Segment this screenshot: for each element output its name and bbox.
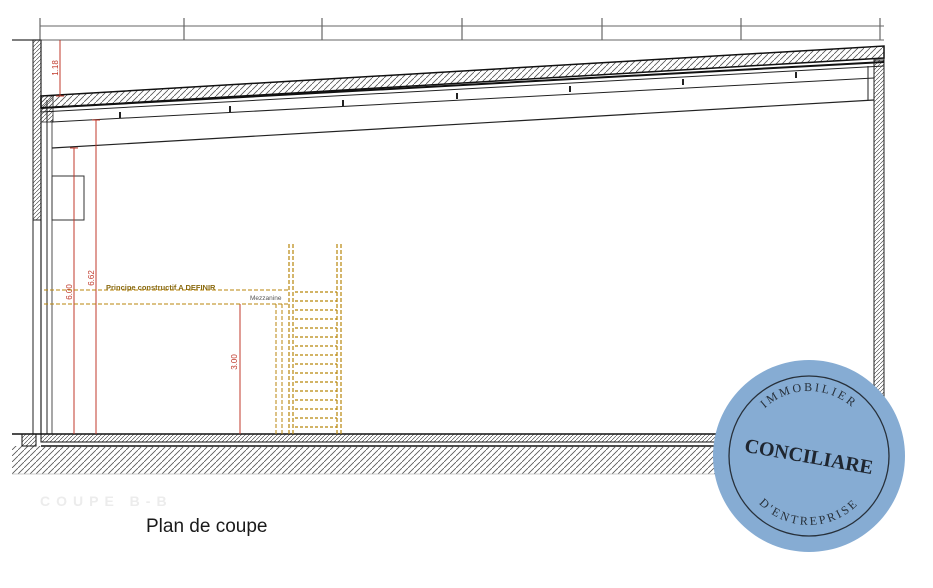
drawing-caption: Plan de coupe bbox=[146, 516, 268, 537]
mezzanine-label: Mezzanine bbox=[250, 295, 282, 302]
dimension-height-left: 6.00 bbox=[65, 284, 74, 300]
roof-guard-rail bbox=[12, 18, 884, 41]
sloped-roof bbox=[40, 45, 885, 149]
ladder bbox=[288, 244, 342, 434]
dimension-mezzanine-height: 3.00 bbox=[230, 354, 239, 370]
conciliare-logo-stamp: IMMOBILIER D'ENTREPRISE CONCILIARE bbox=[713, 360, 905, 552]
mezzanine-structure bbox=[44, 289, 290, 434]
dimension-lines bbox=[56, 40, 241, 434]
faded-section-title: COUPE B-B bbox=[40, 493, 173, 509]
dimension-roof-thickness: 1.18 bbox=[51, 60, 60, 76]
dimension-height-total: 6.62 bbox=[87, 270, 96, 286]
construction-note-label: Principe constructif A DEFINIR bbox=[106, 283, 216, 292]
